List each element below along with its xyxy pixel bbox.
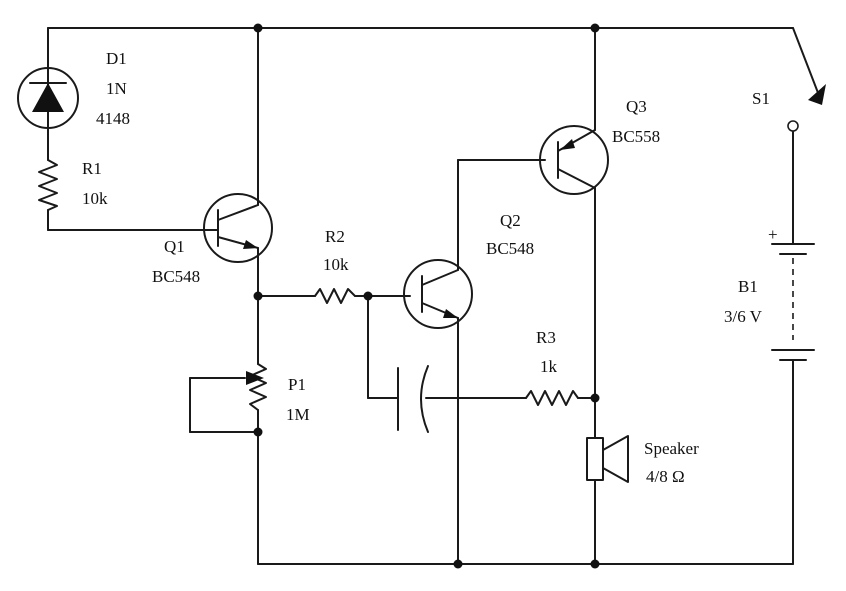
p1-value: 1M bbox=[286, 405, 310, 424]
capacitor bbox=[397, 365, 429, 433]
resistor-r1 bbox=[38, 159, 58, 211]
transistor-q2 bbox=[403, 259, 473, 329]
wires bbox=[47, 27, 821, 565]
r3-ref: R3 bbox=[536, 328, 556, 347]
q2-value: BC548 bbox=[486, 239, 534, 258]
r1-value: 10k bbox=[82, 189, 108, 208]
d1-value-line2: 4148 bbox=[96, 109, 130, 128]
p1-ref: P1 bbox=[288, 375, 306, 394]
speaker-ref: Speaker bbox=[644, 439, 699, 458]
r2-value: 10k bbox=[323, 255, 349, 274]
r3-value: 1k bbox=[540, 357, 558, 376]
q1-ref: Q1 bbox=[164, 237, 185, 256]
q3-ref: Q3 bbox=[626, 97, 647, 116]
resistor-r3 bbox=[525, 390, 579, 406]
d1-ref: D1 bbox=[106, 49, 127, 68]
b1-ref: B1 bbox=[738, 277, 758, 296]
q2-ref: Q2 bbox=[500, 211, 521, 230]
b1-value: 3/6 V bbox=[724, 307, 763, 326]
r1-ref: R1 bbox=[82, 159, 102, 178]
speaker bbox=[586, 435, 629, 483]
r2-ref: R2 bbox=[325, 227, 345, 246]
transistor-q3 bbox=[539, 125, 609, 195]
battery-b1 bbox=[771, 243, 815, 361]
q3-value: BC558 bbox=[612, 127, 660, 146]
q1-value: BC548 bbox=[152, 267, 200, 286]
s1-ref: S1 bbox=[752, 89, 770, 108]
switch-s1 bbox=[787, 84, 826, 132]
speaker-value: 4/8 Ω bbox=[646, 467, 685, 486]
d1-value-line1: 1N bbox=[106, 79, 127, 98]
b1-plus: + bbox=[768, 225, 778, 244]
transistor-q1 bbox=[203, 193, 273, 263]
resistor-r2 bbox=[314, 288, 356, 304]
diode-d1 bbox=[17, 67, 79, 129]
junction-dots bbox=[253, 23, 600, 569]
potentiometer-p1 bbox=[246, 363, 267, 411]
